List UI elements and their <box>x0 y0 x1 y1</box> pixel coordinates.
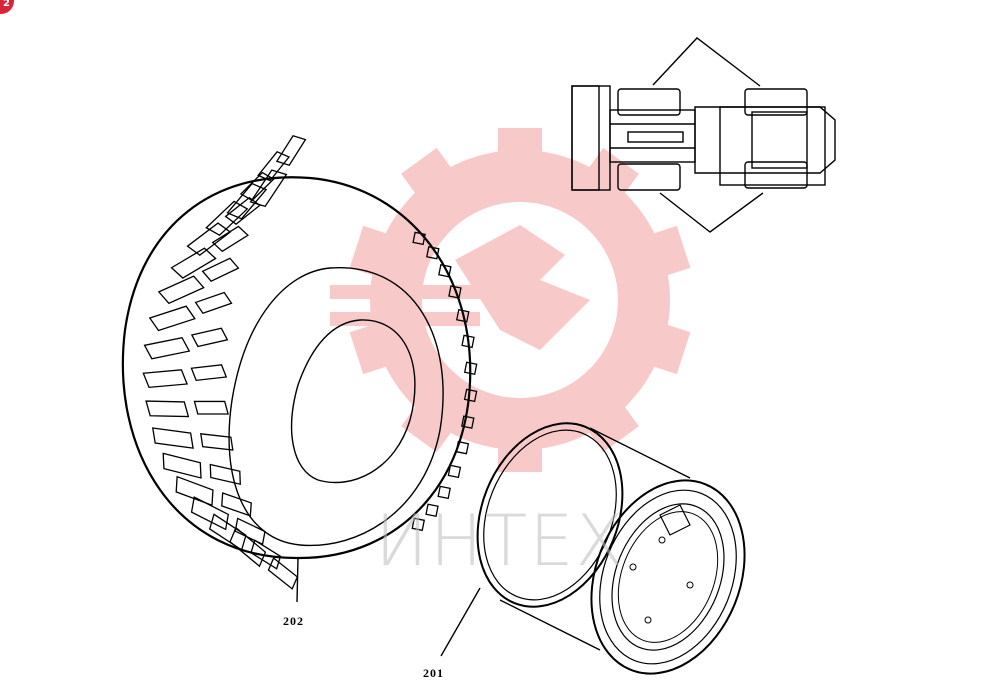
loader-location-icon <box>571 37 836 233</box>
rim-201 <box>440 422 746 675</box>
callout-line-201 <box>440 587 481 657</box>
watermark-gear-icon <box>330 128 691 472</box>
callout-line-202 <box>296 557 299 603</box>
callout-label-202: 202 <box>283 614 304 628</box>
callout-label-201: 201 <box>423 666 444 680</box>
tire-202 <box>121 134 478 603</box>
watermark-text: ИНТЕХ <box>375 500 626 582</box>
